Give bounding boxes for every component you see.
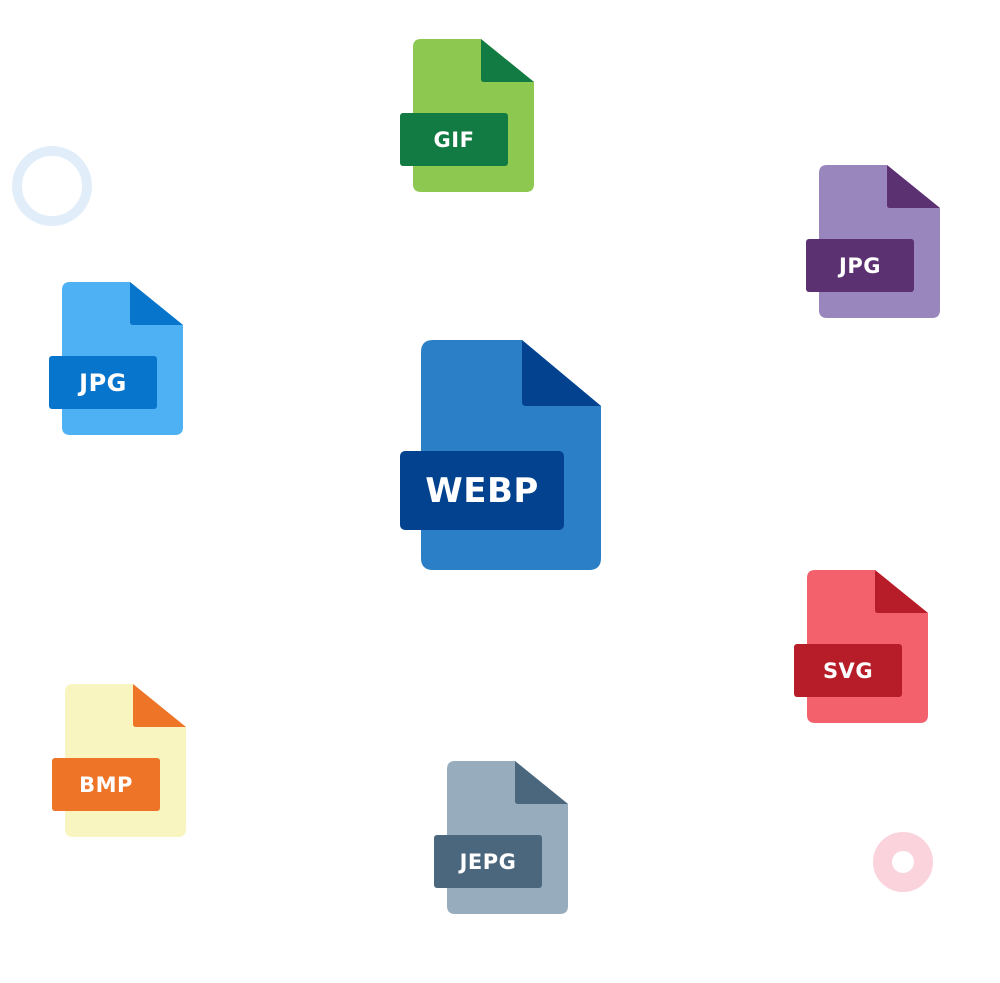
jpg-file-icon-purple: JPG [806, 165, 946, 325]
gif-file-icon: GIF [400, 39, 540, 199]
file-type-label: JPG [806, 239, 914, 292]
file-type-label: GIF [400, 113, 508, 166]
file-type-label: WEBP [400, 451, 564, 530]
file-type-label: JEPG [434, 835, 542, 888]
jpg-file-icon-blue: JPG [49, 282, 189, 442]
file-type-label: SVG [794, 644, 902, 697]
webp-file-icon: WEBP [400, 340, 610, 575]
file-type-label: BMP [52, 758, 160, 811]
svg-file-icon: SVG [794, 570, 934, 730]
bmp-file-icon: BMP [52, 684, 192, 844]
jepg-file-icon: JEPG [434, 761, 574, 921]
decorative-ring-blue [12, 146, 92, 226]
decorative-ring-pink [873, 832, 933, 892]
file-type-label: JPG [49, 356, 157, 409]
